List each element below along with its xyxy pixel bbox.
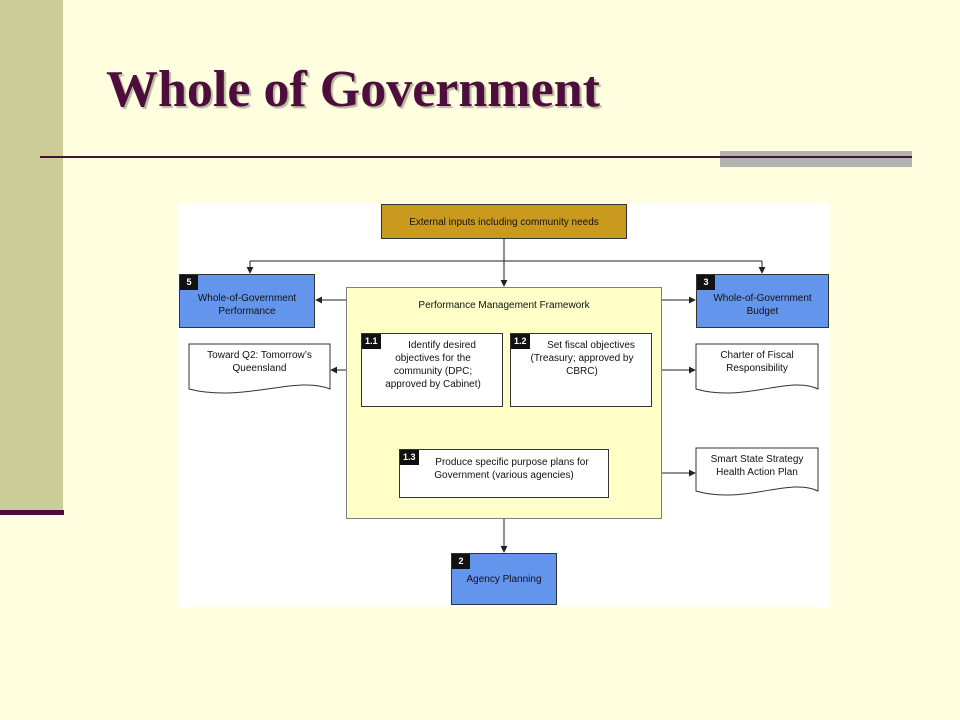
box-1-1-line1: Identify desired — [408, 340, 476, 351]
framework-label: Performance Management Framework — [418, 300, 590, 311]
slide-sidebar-band — [0, 0, 63, 512]
document-shape-charter — [695, 343, 819, 394]
box-1-2-fiscal-objectives: 1.2 Set fiscal objectives (Treasury; app… — [510, 333, 652, 407]
box-1-1-line3: community (DPC; — [393, 366, 473, 377]
document-q2-line2: Queensland — [232, 363, 287, 374]
box-1-3-purpose-plans: 1.3 Produce specific purpose plans for G… — [399, 449, 609, 498]
box-1-2-line2: (Treasury; approved by — [530, 353, 634, 364]
wog-performance-box: 5 Whole-of-Government Performance — [179, 274, 315, 328]
box-1-2-line1: Set fiscal objectives — [547, 340, 635, 351]
diagram-connectors — [188, 239, 819, 553]
agency-planning-box: 2 Agency Planning — [451, 553, 557, 605]
wog-budget-box: 3 Whole-of-Government Budget — [696, 274, 829, 328]
document-charter-line2: Responsibility — [726, 363, 788, 374]
box-1-1-line4: approved by Cabinet) — [385, 379, 481, 390]
document-smart-line2: Health Action Plan — [716, 467, 798, 478]
document-shape-q2 — [188, 343, 331, 394]
agency-planning-label: Agency Planning — [466, 574, 542, 585]
badge-1-1: 1.1 — [362, 334, 381, 349]
pmf-diagram: External inputs including community need… — [178, 203, 830, 607]
slide-sidebar-foot — [0, 510, 64, 515]
box-1-1-identify-objectives: 1.1 Identify desired objectives for the … — [361, 333, 503, 407]
badge-5: 5 — [180, 275, 198, 290]
box-1-3-line2: Government (various agencies) — [434, 470, 574, 481]
wog-performance-line1: Whole-of-Government — [197, 293, 297, 304]
external-inputs-label: External inputs including community need… — [409, 217, 599, 228]
badge-1-3: 1.3 — [400, 450, 419, 465]
wog-budget-line1: Whole-of-Government — [713, 293, 812, 304]
document-shape-smart — [695, 447, 819, 496]
box-1-2-line3: CBRC) — [566, 366, 598, 377]
wog-performance-line2: Performance — [218, 306, 276, 317]
title-rule-accent — [720, 151, 912, 167]
document-charter-line1: Charter of Fiscal — [720, 350, 794, 361]
document-smart-line1: Smart State Strategy — [710, 454, 804, 465]
box-1-3-line1: Produce specific purpose plans for — [435, 457, 589, 468]
slide-title: Whole of Government — [106, 61, 600, 118]
badge-3: 3 — [697, 275, 715, 290]
title-rule — [40, 156, 912, 158]
badge-2: 2 — [452, 554, 470, 569]
wog-budget-line2: Budget — [746, 306, 779, 317]
document-q2-line1: Toward Q2: Tomorrow’s — [207, 350, 312, 361]
box-1-1-line2: objectives for the — [395, 353, 471, 364]
external-inputs-box: External inputs including community need… — [381, 204, 627, 239]
badge-1-2: 1.2 — [511, 334, 530, 349]
